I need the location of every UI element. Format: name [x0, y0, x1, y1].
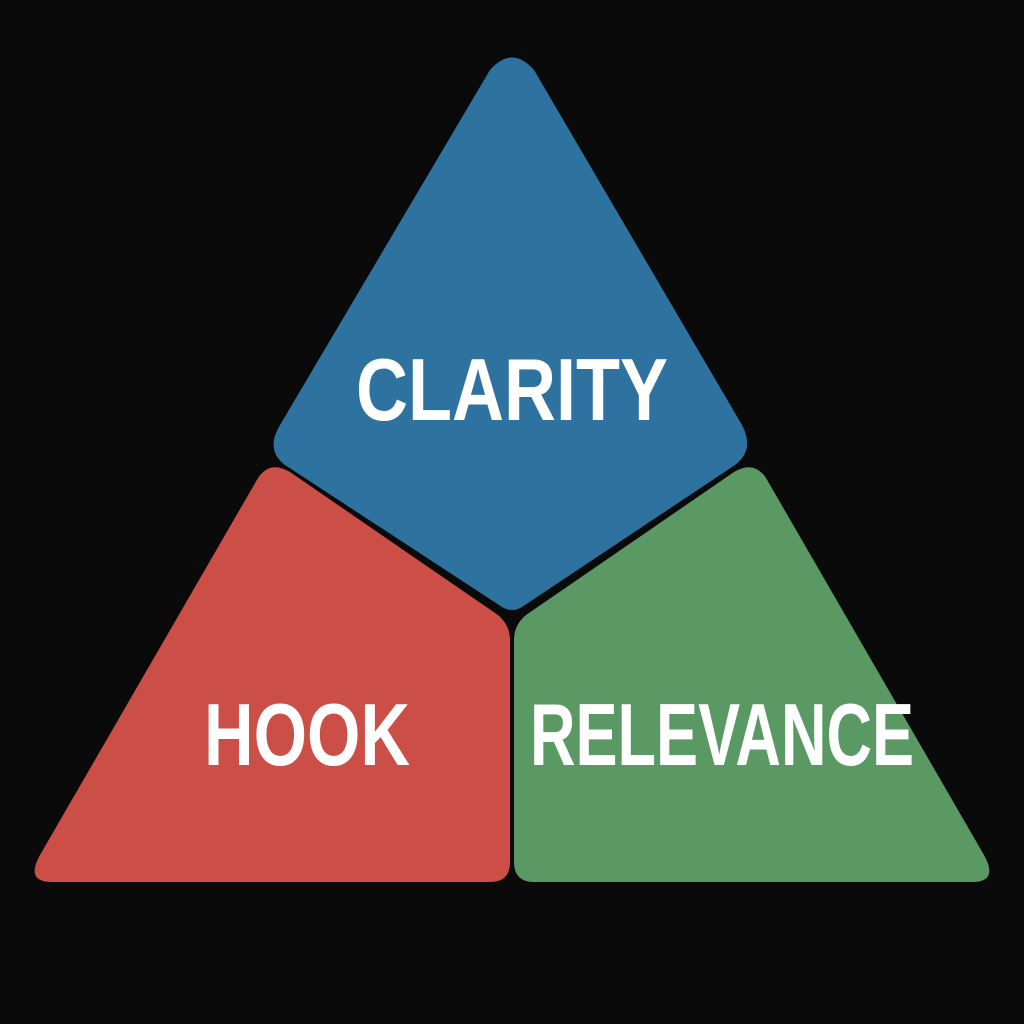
segment-relevance [514, 467, 990, 882]
label-clarity: CLARITY [356, 340, 668, 439]
segment-hook [34, 467, 511, 882]
segment-clarity [273, 57, 748, 610]
label-hook: HOOK [204, 685, 410, 784]
label-relevance: RELEVANCE [530, 685, 914, 784]
